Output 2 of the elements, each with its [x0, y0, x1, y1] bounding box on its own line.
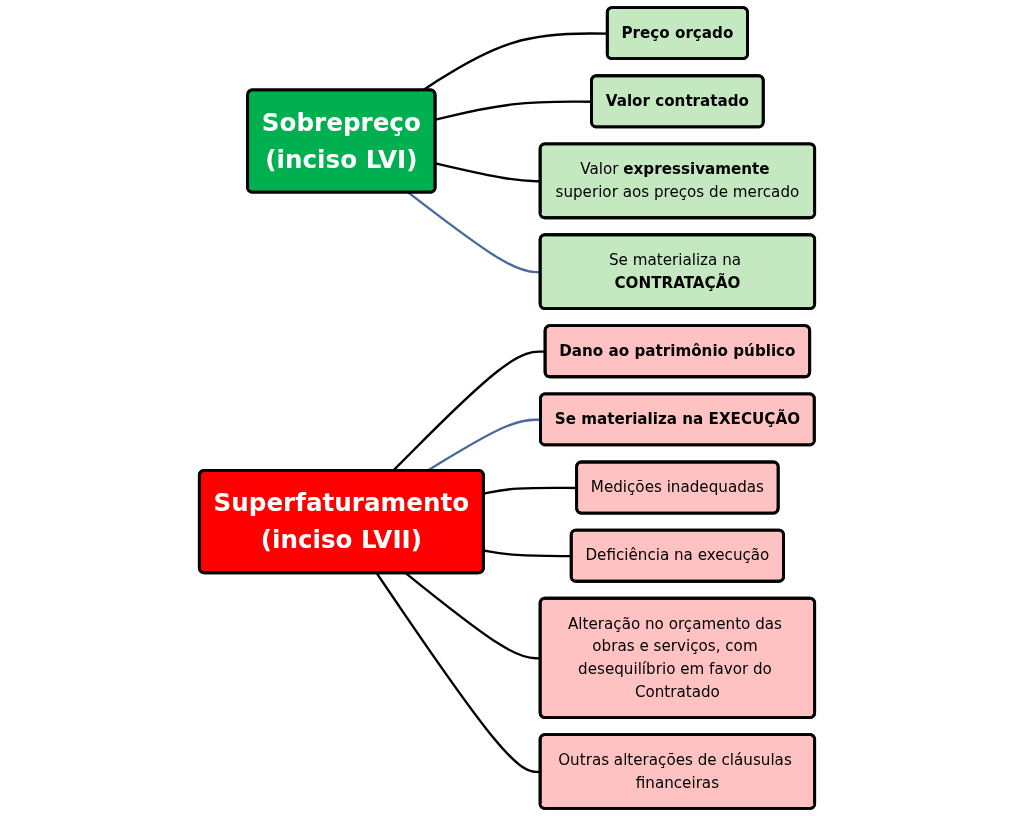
connector: [483, 486, 577, 495]
connector: [434, 100, 592, 121]
